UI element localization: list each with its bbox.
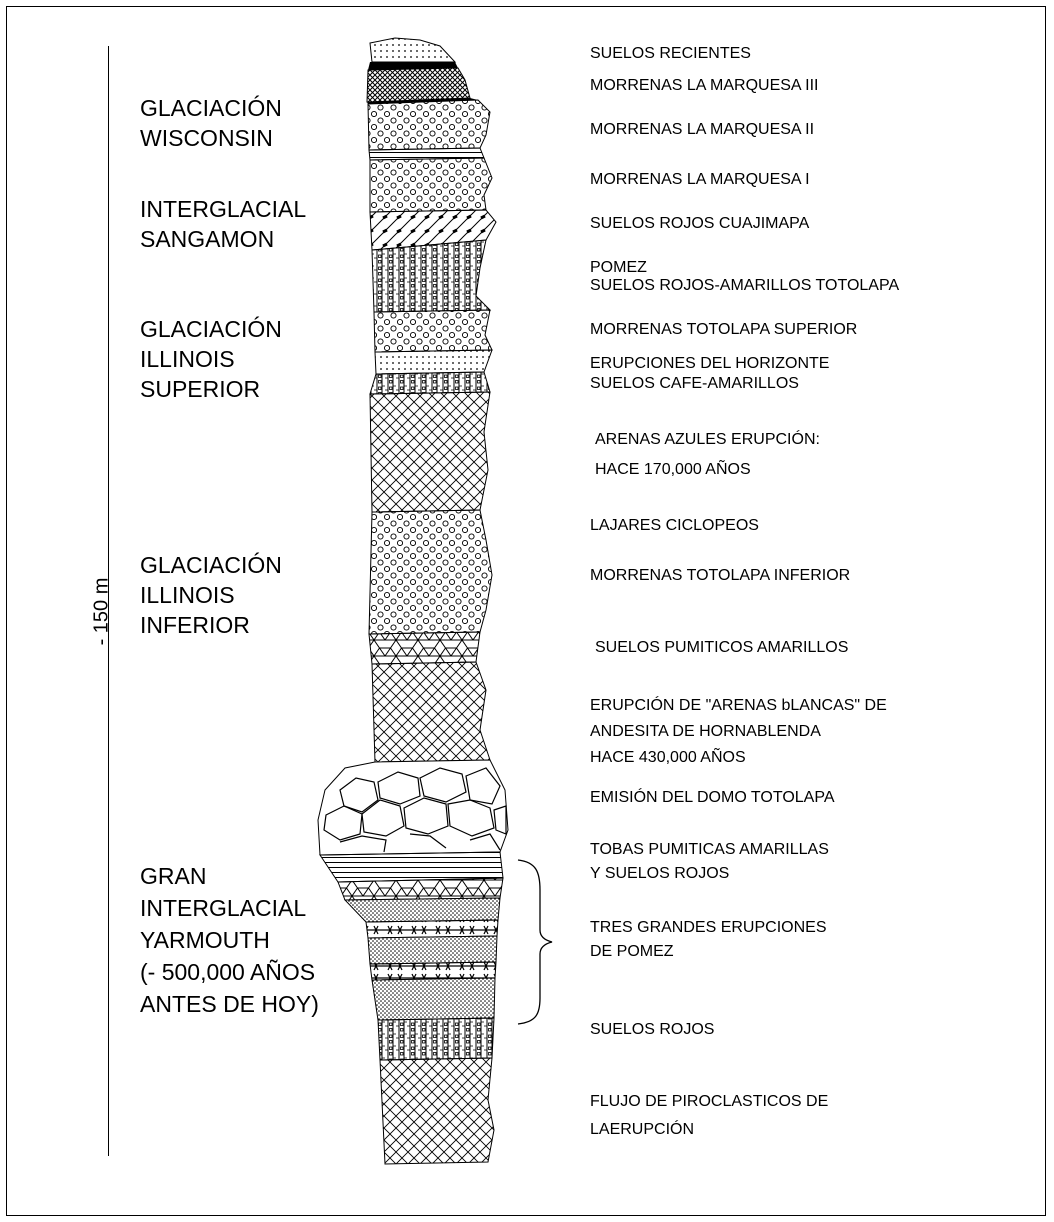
layer-morrenas-marquesa-iii (367, 68, 470, 102)
brace-pomez-group (518, 860, 552, 1024)
layer-suelos-pumiticos-amarillos (369, 632, 480, 664)
layer-suelos-recientes (370, 38, 455, 62)
layer-label: EMISIÓN DEL DOMO TOTOLAPA (590, 786, 835, 810)
layer-label: MORRENAS TOTOLAPA INFERIOR (590, 564, 850, 588)
layer-label: SUELOS PUMITICOS AMARILLOS (595, 636, 848, 660)
layer-pomez-1 (345, 898, 500, 922)
layer-label: MORRENAS LA MARQUESA I (590, 168, 810, 192)
layer-label: MORRENAS LA MARQUESA II (590, 118, 814, 142)
layer-label: HACE 170,000 AÑOS (595, 458, 751, 482)
layer-label: TRES GRANDES ERUPCIONES (590, 916, 826, 940)
layer-label: LAERUPCIÓN (590, 1118, 694, 1142)
layer-label: SUELOS ROJOS-AMARILLOS TOTOLAPA (590, 274, 899, 298)
layer-domo-totolapa (318, 760, 508, 855)
layer-morrenas-totolapa-superior (374, 310, 492, 352)
layer-label: ERUPCIÓN DE "ARENAS bLANCAS" DE (590, 694, 887, 718)
layer-label: SUELOS CAFE-AMARILLOS (590, 372, 799, 396)
layer-label: LAJARES CICLOPEOS (590, 514, 759, 538)
layer-morrenas-totolapa-inferior (369, 510, 492, 634)
layer-label: TOBAS PUMITICAS AMARILLAS (590, 838, 829, 862)
layer-label: DE POMEZ (590, 940, 674, 964)
layer-pomez-2 (368, 936, 497, 964)
layer-suelos-rojos (378, 1018, 494, 1060)
layer-label: FLUJO DE PIROCLASTICOS DE (590, 1090, 828, 1114)
layer-suelos-rojos-amarillos-totolapa (372, 240, 490, 312)
layer-pomez-divider-2 (370, 962, 496, 980)
layer-label: SUELOS ROJOS (590, 1018, 714, 1042)
layer-arenas-blancas (372, 662, 490, 762)
layer-pomez-3 (372, 978, 495, 1020)
layer-tobas-pumiticas (320, 852, 503, 882)
layer-label: ANDESITA DE HORNABLENDA (590, 720, 821, 744)
layer-pomez-divider-1 (366, 920, 498, 938)
layer-label: Y SUELOS ROJOS (590, 862, 729, 886)
layer-morrenas-marquesa-i (370, 158, 492, 212)
layer-label: SUELOS RECIENTES (590, 42, 751, 66)
layer-label: SUELOS ROJOS CUAJIMAPA (590, 212, 809, 236)
layer-flujo-piroclasticos (380, 1058, 494, 1164)
layer-erupciones-horizonte (375, 350, 492, 374)
layer-label: MORRENAS TOTOLAPA SUPERIOR (590, 318, 857, 342)
layer-morrenas-marquesa-ii (368, 100, 490, 150)
layer-label: ARENAS AZULES ERUPCIÓN: (595, 428, 820, 452)
layer-suelos-cafe-amarillos (370, 372, 490, 394)
layer-suelos-rojos-band (338, 878, 503, 900)
layer-arenas-azules (370, 392, 490, 512)
layer-label: HACE 430,000 AÑOS (590, 746, 746, 770)
layer-label: MORRENAS LA MARQUESA III (590, 74, 819, 98)
